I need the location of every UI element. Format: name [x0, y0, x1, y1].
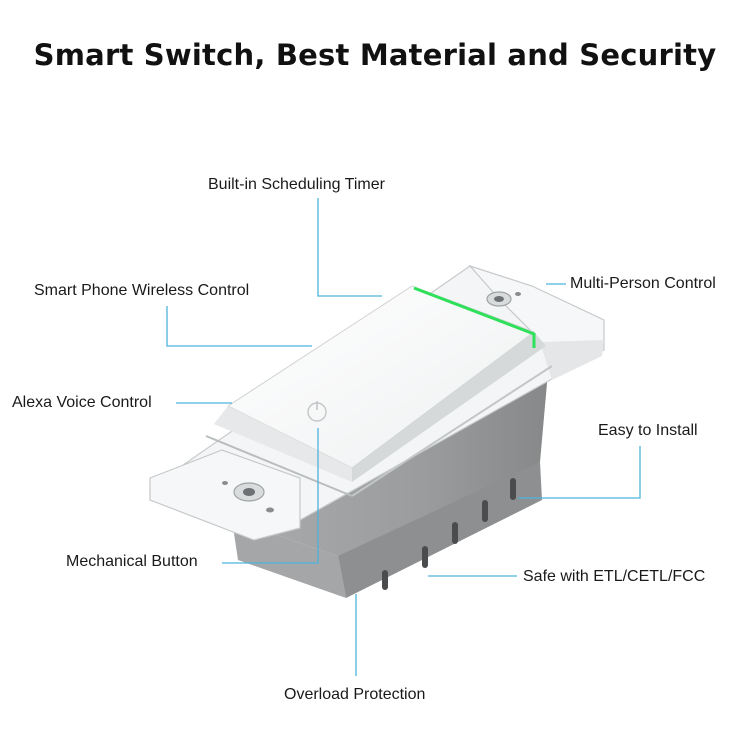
label-phone-control: Smart Phone Wireless Control: [34, 282, 250, 299]
label-safety-certs: Safe with ETL/CETL/FCC: [523, 568, 706, 585]
label-alexa-voice: Alexa Voice Control: [12, 394, 152, 411]
callout-mechanical: [222, 428, 319, 564]
screw-hole-icon: [222, 481, 274, 513]
power-icon: [307, 401, 327, 422]
label-scheduling-timer: Built-in Scheduling Timer: [208, 176, 385, 193]
callout-lines: [166, 198, 641, 676]
page-title: Smart Switch, Best Material and Security: [33, 38, 717, 72]
callout-install: [518, 446, 641, 499]
screw-hole-icon: [486, 291, 521, 307]
label-easy-install: Easy to Install: [598, 422, 698, 439]
indicator-led: [413, 286, 536, 348]
callout-phone: [166, 306, 312, 347]
label-overload-protection: Overload Protection: [284, 686, 426, 703]
label-mechanical-button: Mechanical Button: [66, 553, 198, 570]
callout-timer: [317, 198, 382, 297]
label-multi-person: Multi-Person Control: [570, 275, 716, 292]
